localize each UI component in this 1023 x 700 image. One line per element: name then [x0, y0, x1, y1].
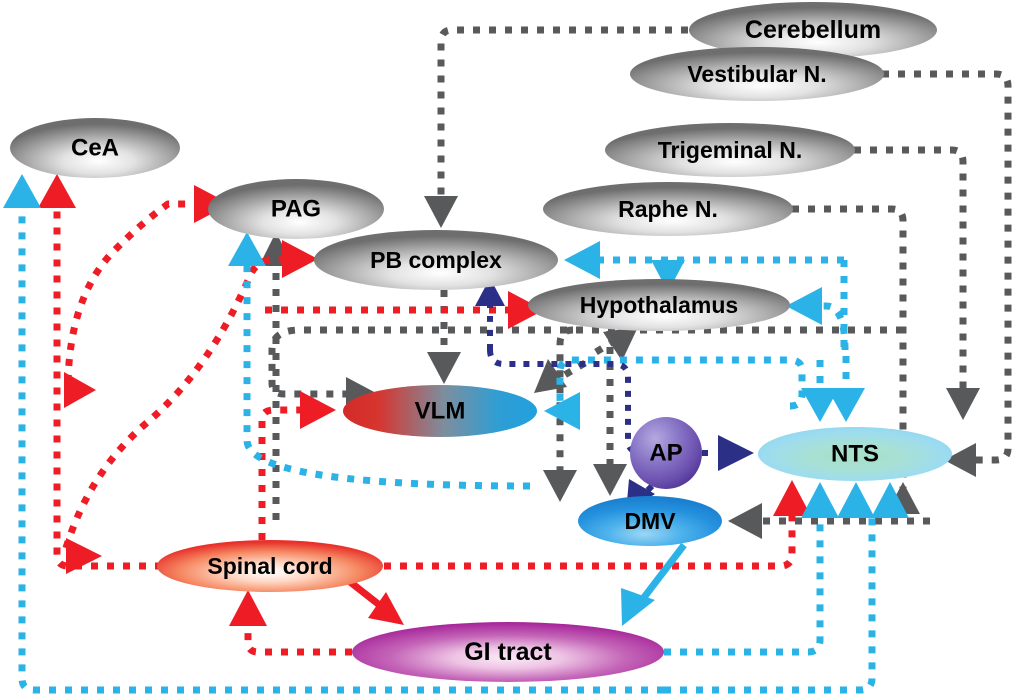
edge-nts-to-hypothalamus-left [786, 287, 849, 351]
edge-gi-tract-to-nts-a [664, 482, 839, 656]
edge-gi-tract-to-nts-b [664, 482, 876, 694]
node-hypothalamus-label: Hypothalamus [580, 292, 738, 318]
edge-nts-to-dmv [728, 503, 930, 539]
node-nts[interactable]: NTS [758, 427, 952, 481]
edge-nts-to-pag [228, 232, 531, 490]
node-vlm[interactable]: VLM [343, 385, 537, 437]
edge-pb-complex-to-hypothalamus [265, 291, 544, 329]
edge-cyan-into-nts-b [827, 356, 865, 422]
edges-layer [3, 26, 1012, 694]
edge-nts-to-dmv-left [543, 326, 577, 502]
edge-spinal-cord-to-gi-tract [342, 575, 404, 625]
node-raphe-n-label: Raphe N. [618, 196, 718, 222]
edge-vestibular-to-nts [882, 70, 1012, 477]
node-gi-tract[interactable]: GI tract [352, 622, 664, 682]
edge-gi-tract-to-spinal-cord [229, 590, 352, 656]
edge-nts-to-hypothalamus-down [651, 260, 685, 292]
node-pb-complex-label: PB complex [370, 247, 502, 273]
node-ap-label: AP [649, 440, 682, 467]
node-spinal-cord[interactable]: Spinal cord [157, 540, 383, 592]
node-raphe-n[interactable]: Raphe N. [543, 182, 793, 236]
node-trigeminal-n[interactable]: Trigeminal N. [605, 123, 855, 177]
node-vlm-label: VLM [415, 398, 466, 425]
node-pag-label: PAG [271, 196, 321, 223]
edge-ap-to-nts [702, 435, 754, 471]
node-pag[interactable]: PAG [208, 179, 384, 239]
edge-trigeminal-to-nts [854, 146, 980, 420]
nodes-layer: CeA PAG PB complex Cerebellum Vestibular… [10, 2, 952, 682]
node-dmv[interactable]: DMV [578, 496, 722, 546]
edge-nts-to-vlm [544, 356, 806, 430]
node-cerebellum[interactable]: Cerebellum [689, 2, 937, 58]
edge-vlm-to-hypothalamus-2 [594, 327, 638, 361]
edge-hypothalamus-to-pb-complex [475, 278, 505, 350]
edge-cyan-into-nts-bottom-c [871, 482, 909, 518]
edge-gi-tract-to-cea [3, 174, 664, 694]
node-spinal-cord-label: Spinal cord [207, 553, 332, 579]
node-cea[interactable]: CeA [10, 118, 180, 178]
node-ap[interactable]: AP [630, 417, 702, 489]
edge-spinal-cord-to-vlm [258, 391, 336, 540]
edge-cerebellum-to-pb-complex [424, 26, 688, 228]
edge-hypothalamus-to-dmv [593, 331, 627, 496]
node-pb-complex[interactable]: PB complex [314, 230, 558, 290]
edge-pb-complex-to-vlm [427, 290, 461, 384]
edge-red-midpoint-arrow-lower [66, 538, 102, 574]
edge-red-midpoint-arrow-upper [64, 372, 96, 408]
node-gi-tract-label: GI tract [464, 638, 552, 666]
edge-spinal-cord-to-nts [384, 480, 811, 570]
edge-cyan-into-nts-a [801, 360, 839, 422]
node-nts-label: NTS [831, 441, 879, 468]
node-hypothalamus[interactable]: Hypothalamus [528, 279, 790, 331]
edge-nts-to-pb-complex [564, 241, 844, 279]
node-trigeminal-n-label: Trigeminal N. [658, 137, 802, 163]
node-cea-label: CeA [71, 135, 119, 162]
node-vestibular-n[interactable]: Vestibular N. [630, 47, 884, 101]
node-vestibular-n-label: Vestibular N. [687, 61, 826, 87]
node-dmv-label: DMV [624, 508, 676, 534]
edge-dmv-to-gi-tract [621, 542, 687, 626]
edge-spinal-cord-to-cea [38, 174, 162, 570]
node-cerebellum-label: Cerebellum [745, 16, 881, 44]
edge-spinal-cord-to-pb-complex [62, 240, 318, 550]
